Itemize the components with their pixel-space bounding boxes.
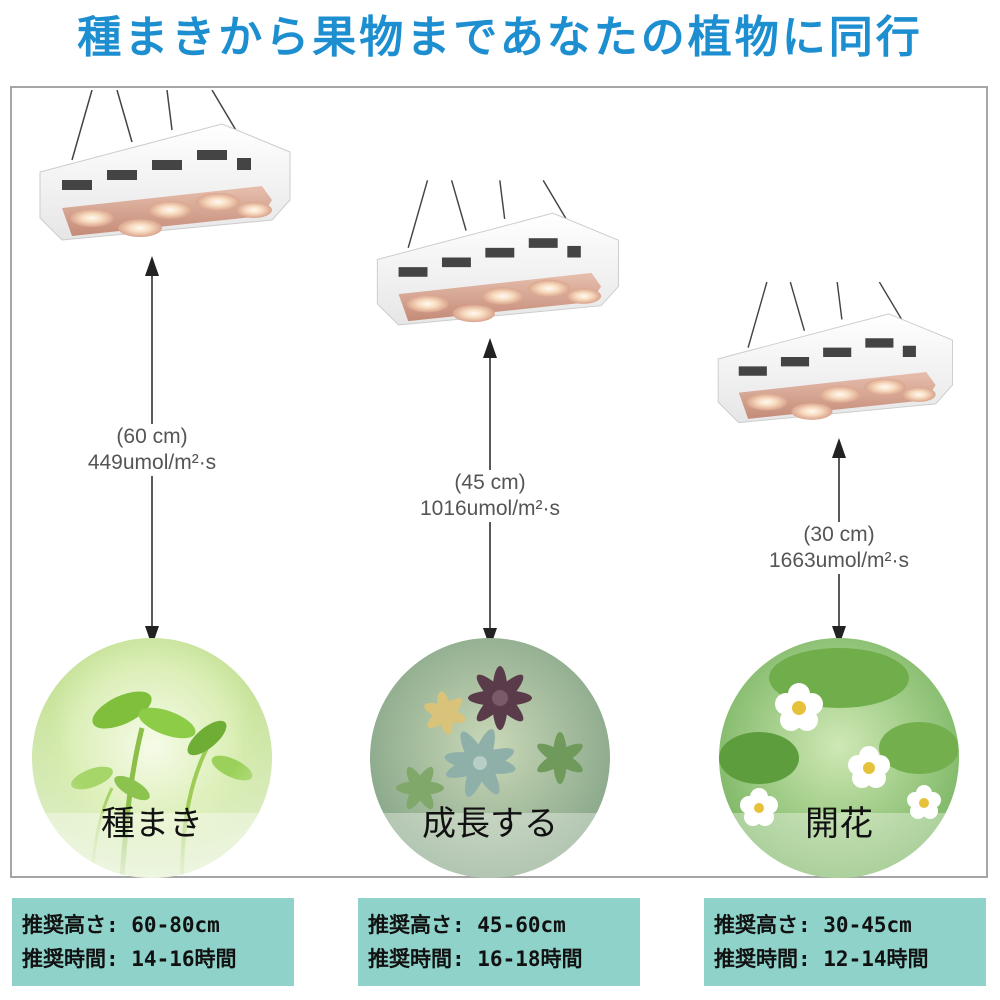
flower-image [719, 638, 959, 878]
intensity-text: 1016umol/m²·s [419, 497, 561, 520]
recommended-height: 推奨高さ: 30-45cm [714, 913, 912, 937]
recommended-time: 推奨時間: 16-18時間 [368, 947, 583, 971]
succulent-image [370, 638, 610, 878]
recommended-time: 推奨時間: 12-14時間 [714, 947, 929, 971]
stage-label: 成長する [422, 804, 558, 844]
grow-light-icon [376, 180, 619, 326]
recommendation-box: 推奨高さ: 30-45cm 推奨時間: 12-14時間 [704, 898, 986, 986]
grow-light-icon [39, 90, 291, 241]
flower-icon [719, 638, 959, 878]
illustration-frame: (60 cm) 449umol/m²·s 種まき [10, 86, 988, 878]
stage-label: 開花 [805, 804, 873, 844]
recommended-height: 推奨高さ: 60-80cm [22, 913, 220, 937]
measure-label: (30 cm) 1663umol/m²·s [719, 522, 959, 574]
recommendation-box: 推奨高さ: 60-80cm 推奨時間: 14-16時間 [12, 898, 294, 986]
distance-text: (30 cm) [803, 523, 875, 546]
stage-label: 種まき [101, 804, 203, 844]
distance-text: (45 cm) [454, 471, 526, 494]
recommendation-box: 推奨高さ: 45-60cm 推奨時間: 16-18時間 [358, 898, 640, 986]
measure-label: (60 cm) 449umol/m²·s [32, 424, 272, 476]
grow-light-icon [717, 282, 953, 424]
distance-text: (60 cm) [116, 425, 188, 448]
measure-label: (45 cm) 1016umol/m²·s [370, 470, 610, 522]
page-title: 種まきから果物まであなたの植物に同行 [77, 12, 923, 63]
recommended-height: 推奨高さ: 45-60cm [368, 913, 566, 937]
recommended-time: 推奨時間: 14-16時間 [22, 947, 237, 971]
succulent-icon [370, 638, 610, 878]
intensity-text: 1663umol/m²·s [768, 549, 910, 572]
intensity-text: 449umol/m²·s [87, 451, 217, 474]
